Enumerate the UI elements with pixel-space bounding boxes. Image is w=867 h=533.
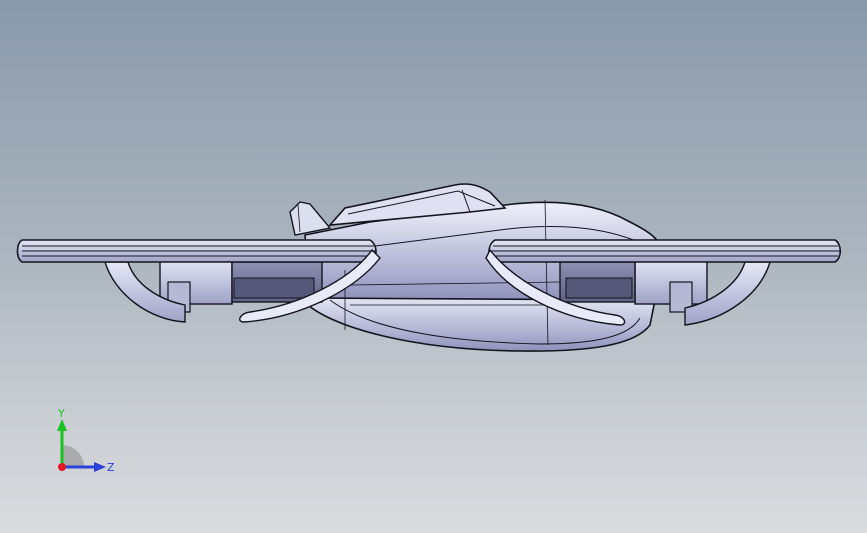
canopy bbox=[328, 183, 507, 226]
right-motor-housing bbox=[559, 257, 771, 326]
axis-triad-icon: Y Z bbox=[57, 407, 115, 474]
left-rotor-ring bbox=[16, 239, 381, 323]
left-motor-housing bbox=[104, 257, 323, 323]
right-rotor-ring bbox=[485, 239, 842, 326]
x-axis-point bbox=[58, 463, 66, 471]
triad-plane bbox=[62, 445, 84, 467]
y-axis-arrowhead bbox=[57, 419, 67, 431]
z-axis-arrowhead bbox=[94, 462, 106, 472]
antenna bbox=[289, 201, 332, 236]
z-axis-label: Z bbox=[107, 461, 115, 474]
y-axis-label: Y bbox=[57, 407, 65, 420]
